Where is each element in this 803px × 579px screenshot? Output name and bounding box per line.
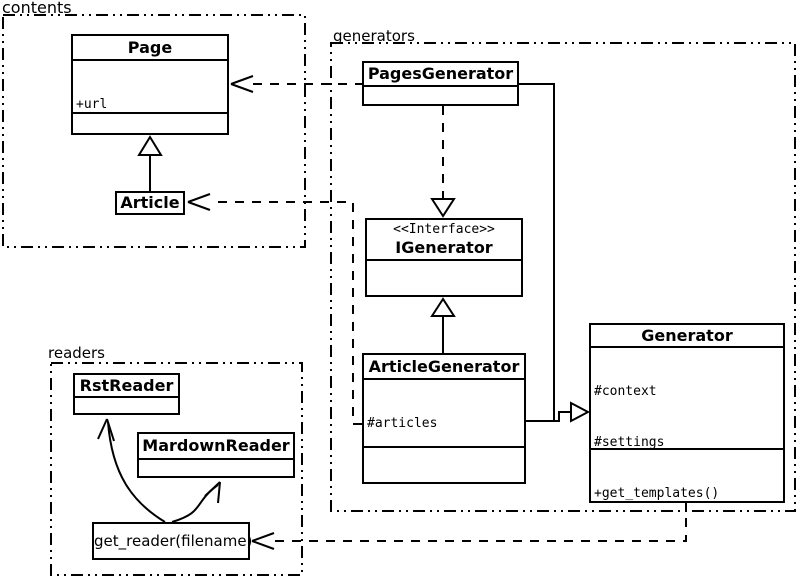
inheritance-articlegenerator-to-igenerator	[430, 297, 456, 353]
package-label-contents: contents	[2, 0, 72, 17]
class-generator: Generator #context #settings #path #them…	[589, 323, 785, 503]
attribute: +url	[76, 97, 108, 112]
inheritance-generators-to-generator	[519, 83, 591, 423]
class-page-attributes: +url +slug +summary	[73, 59, 227, 112]
class-articlegenerator-attributes: #articles #dates #tags #categories	[364, 378, 524, 446]
class-page-methods: +check_properties()	[73, 112, 227, 133]
attribute: #articles	[367, 416, 438, 431]
function-get-reader: get_reader(filename)	[92, 522, 252, 560]
class-generator-attributes: #context #settings #path #theme #output_…	[591, 346, 783, 448]
class-pagesgenerator: PagesGenerator #pages	[362, 61, 519, 106]
dependency-generator-to-getreader	[251, 501, 687, 550]
class-rstreader-name: RstReader	[79, 376, 174, 395]
package-border-contents	[2, 14, 306, 248]
class-generator-name: Generator	[641, 326, 733, 345]
method: +get_templates()	[594, 486, 720, 501]
class-article: Article	[115, 191, 185, 215]
arrow-getreader-to-mardownreader	[171, 481, 221, 523]
class-igenerator: <<Interface>> IGenerator +generate_conte…	[365, 218, 523, 297]
class-igenerator-header: <<Interface>> IGenerator	[367, 220, 521, 259]
class-rstreader: RstReader +read()	[73, 373, 180, 415]
class-igenerator-methods: +generate_context() +generate_output()	[367, 259, 521, 295]
class-rstreader-methods: +read()	[75, 396, 178, 413]
class-generator-methods: +get_templates() +get_files(path,exclude…	[591, 448, 783, 501]
class-page-name: Page	[127, 38, 173, 57]
class-pagesgenerator-attributes: #pages	[364, 85, 517, 104]
class-pagesgenerator-name: PagesGenerator	[367, 64, 514, 83]
class-articlegenerator-methods: +generate_feeds() +generate_pages()	[364, 446, 524, 482]
class-articlegenerator: ArticleGenerator #articles #dates #tags …	[362, 353, 526, 484]
class-igenerator-stereotype: <<Interface>>	[393, 222, 495, 237]
package-border-readers	[50, 362, 303, 576]
realization-pagesgenerator-to-igenerator	[430, 106, 456, 218]
arrow-getreader-to-rstreader	[97, 418, 166, 523]
package-border-generators	[330, 42, 796, 512]
class-igenerator-name: IGenerator	[395, 238, 493, 257]
dependency-articlegenerator-to-article	[187, 193, 362, 425]
class-articlegenerator-name: ArticleGenerator	[368, 357, 520, 376]
class-mardownreader-name: MardownReader	[142, 436, 290, 455]
class-page: Page +url +slug +summary +check_properti…	[71, 34, 229, 135]
package-label-readers: readers	[48, 344, 105, 362]
attribute: #context	[594, 384, 657, 399]
inheritance-article-to-page	[137, 135, 163, 191]
class-article-name: Article	[120, 193, 180, 212]
attribute: #settings	[594, 435, 665, 448]
dependency-pagesgenerator-to-page	[230, 75, 362, 93]
class-mardownreader-methods: +read()	[139, 458, 293, 476]
package-label-generators: generators	[333, 27, 415, 45]
class-mardownreader: MardownReader +read()	[137, 432, 295, 478]
